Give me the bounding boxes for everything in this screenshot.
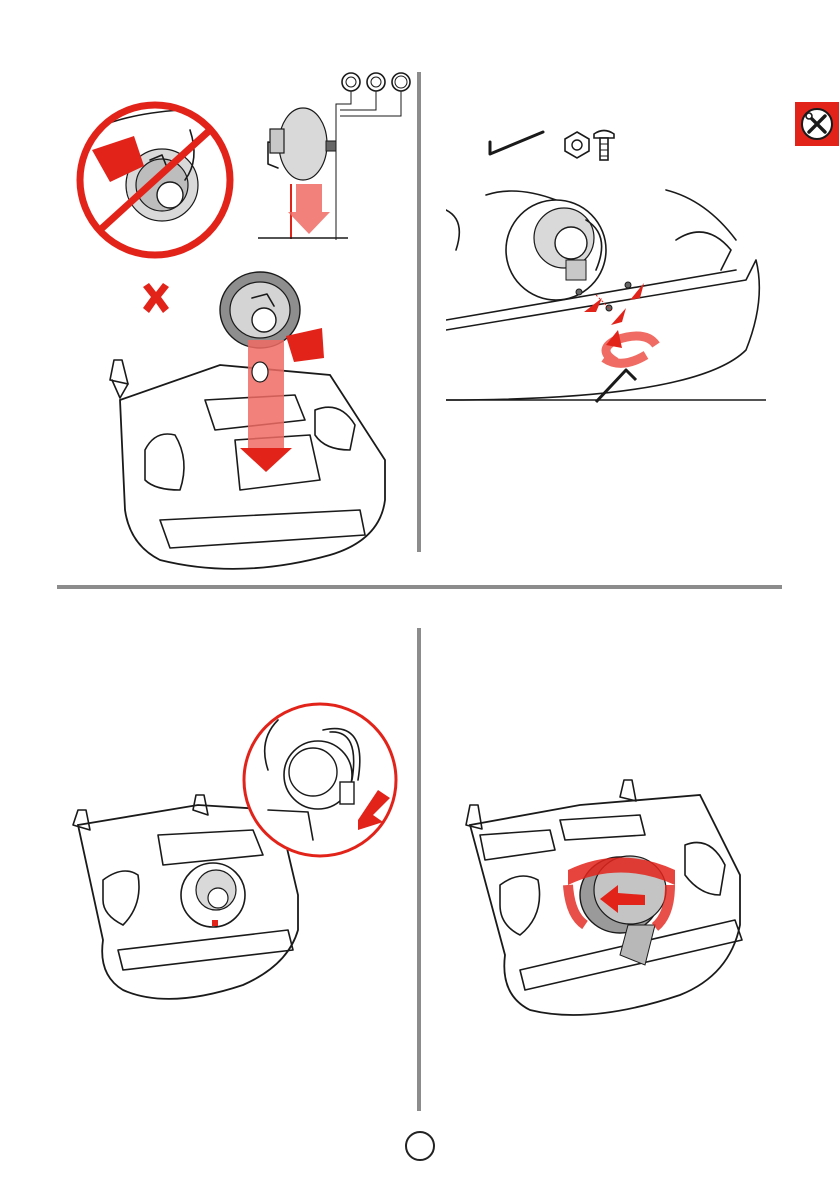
screw-detail-view	[446, 180, 766, 420]
cross-mark-icon	[141, 283, 171, 313]
hex-key-icon	[488, 128, 548, 158]
vertical-divider-bottom	[417, 628, 421, 1111]
bolt-icon	[590, 128, 620, 164]
mower-body-top	[100, 340, 400, 580]
horizontal-divider	[57, 585, 782, 589]
mower-body-rotate	[460, 775, 780, 1035]
tool-tab	[795, 102, 839, 146]
wrench-screwdriver-icon	[795, 102, 839, 146]
prohibited-illustration	[70, 100, 250, 280]
washer-icon	[562, 130, 592, 160]
motor-side-view	[258, 64, 418, 244]
page-number-circle	[405, 1131, 435, 1161]
mower-body-connect	[68, 700, 408, 1010]
